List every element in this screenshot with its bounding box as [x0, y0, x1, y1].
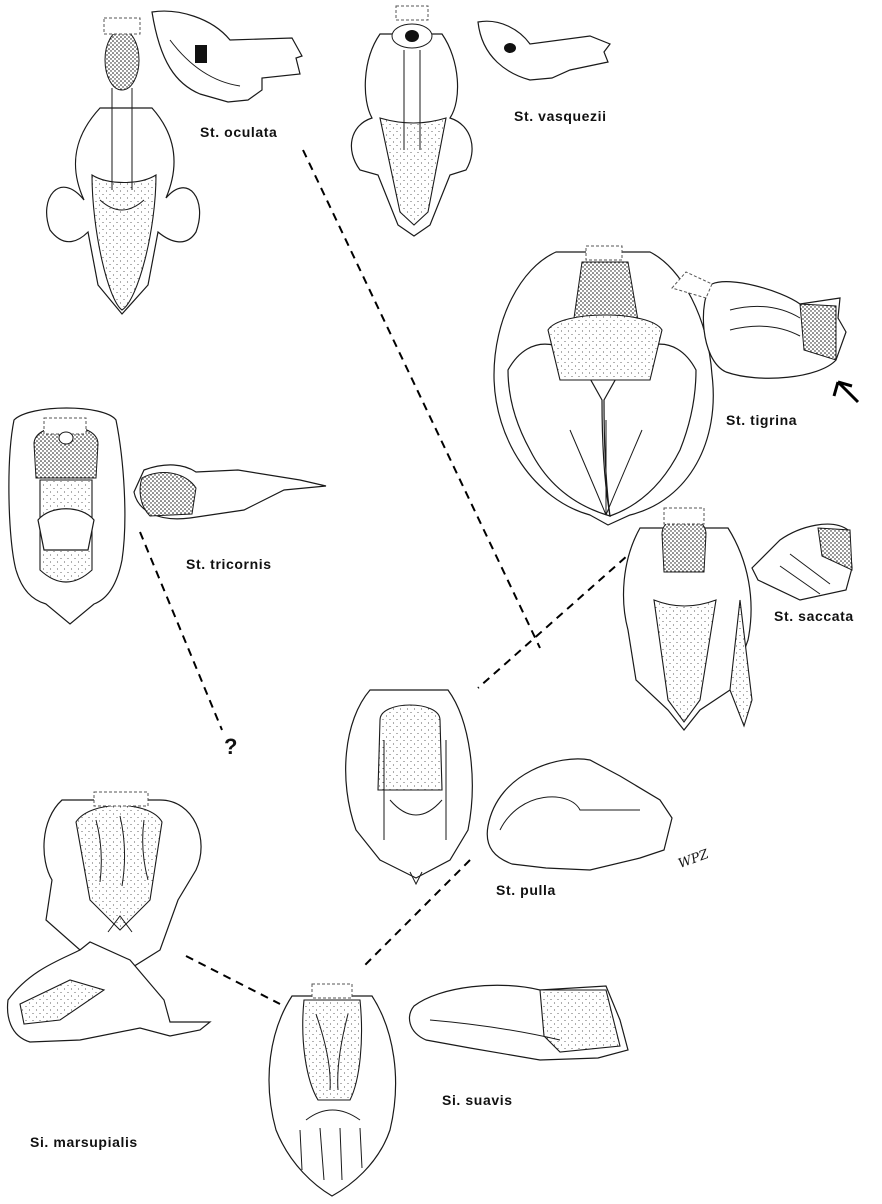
tigrina-label: St. tigrina: [726, 412, 797, 428]
oculata-lip-side: [152, 11, 302, 102]
pulla-flower-front: [346, 690, 473, 884]
tricornis-flower-front: [9, 408, 125, 624]
suavis-lip-side: [410, 985, 628, 1060]
pulla-lip-side: [487, 759, 672, 870]
saccata-lip-side: [752, 524, 852, 600]
vasquezii-label: St. vasquezii: [514, 108, 607, 124]
marsupialis-lip-side: [8, 942, 210, 1042]
pulla-label: St. pulla: [496, 882, 556, 898]
relation-line-marsupialis: [186, 956, 280, 1004]
saccata-flower-front: [624, 508, 752, 730]
tricornis-lip-side: [134, 465, 326, 519]
suavis-label: Si. suavis: [442, 1092, 513, 1108]
vasquezii-flower-front: [351, 6, 472, 236]
vasquezii-lip-side: [478, 21, 610, 80]
saccata-label: St. saccata: [774, 608, 854, 624]
tricornis-label: St. tricornis: [186, 556, 272, 572]
marsupialis-flower-front: [44, 792, 201, 975]
suavis-flower-front: [269, 984, 396, 1196]
oculata-label: St. oculata: [200, 124, 277, 140]
marsupialis-label: Si. marsupialis: [30, 1134, 138, 1150]
question-mark: ?: [224, 734, 237, 760]
